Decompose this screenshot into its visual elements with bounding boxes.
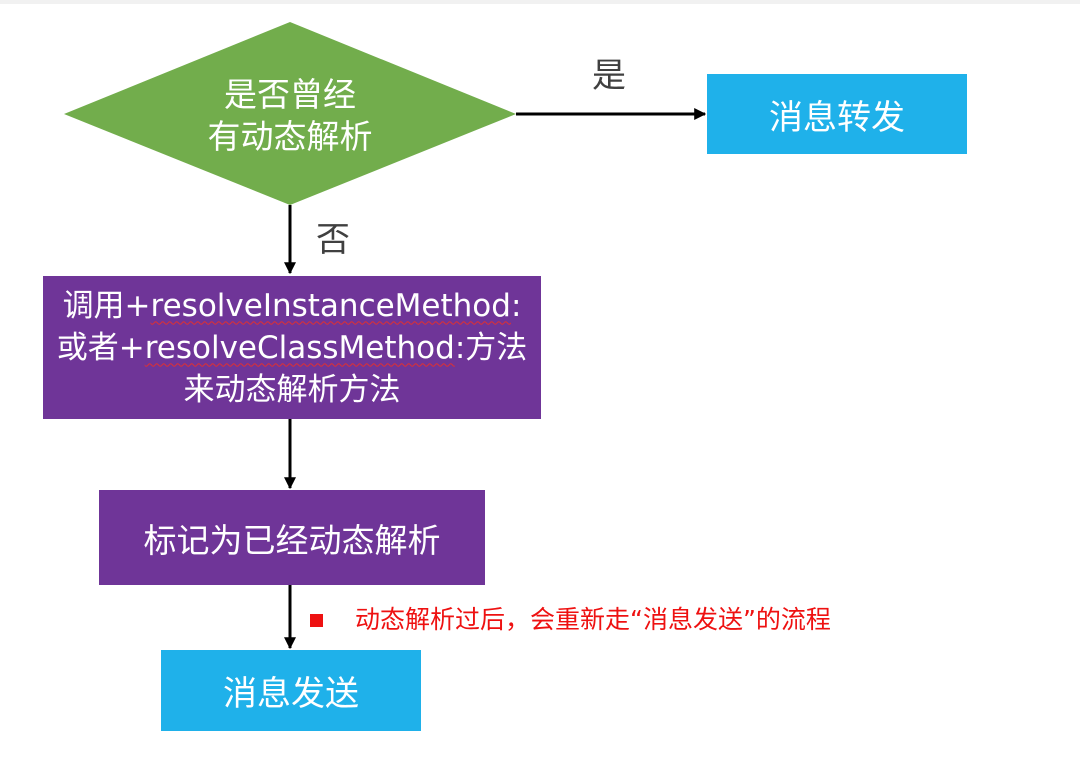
no-label: 否 xyxy=(316,220,350,260)
decision-label: 是否曾经 有动态解析 xyxy=(170,74,410,158)
yes-label: 是 xyxy=(592,56,626,96)
message-send-label: 消息发送 xyxy=(223,674,359,714)
annotation-text: 动态解析过后，会重新走“消息发送”的流程 xyxy=(355,605,831,634)
resolve-line-1-prefix: 调用+ xyxy=(62,287,151,324)
message-forwarding-box: 消息转发 xyxy=(707,74,967,154)
resolve-line-2-suffix: :方法 xyxy=(454,329,528,366)
resolve-line-2: 或者+resolveClassMethod:方法 xyxy=(57,327,528,369)
mark-resolved-label: 标记为已经动态解析 xyxy=(143,520,441,560)
square-bullet-icon xyxy=(310,613,323,627)
message-send-box: 消息发送 xyxy=(161,650,421,731)
dynamic-resolve-box: 调用+resolveInstanceMethod: 或者+resolveClas… xyxy=(43,276,541,419)
decision-diamond xyxy=(64,22,516,205)
top-divider xyxy=(0,0,1080,4)
resolve-line-2-prefix: 或者+ xyxy=(56,329,145,366)
resolve-class-method-name: resolveClassMethod xyxy=(144,329,455,366)
resolve-line-1: 调用+resolveInstanceMethod: xyxy=(57,285,528,327)
decision-label-line2: 有动态解析 xyxy=(207,117,373,156)
resolve-line-1-suffix: : xyxy=(510,287,522,324)
annotation-note: 动态解析过后，会重新走“消息发送”的流程 xyxy=(310,603,831,637)
mark-resolved-box: 标记为已经动态解析 xyxy=(99,490,485,585)
decision-label-line1: 是否曾经 xyxy=(224,75,356,114)
message-forwarding-label: 消息转发 xyxy=(769,97,905,138)
resolve-instance-method-name: resolveInstanceMethod xyxy=(150,287,511,324)
resolve-line-3: 来动态解析方法 xyxy=(183,371,401,408)
